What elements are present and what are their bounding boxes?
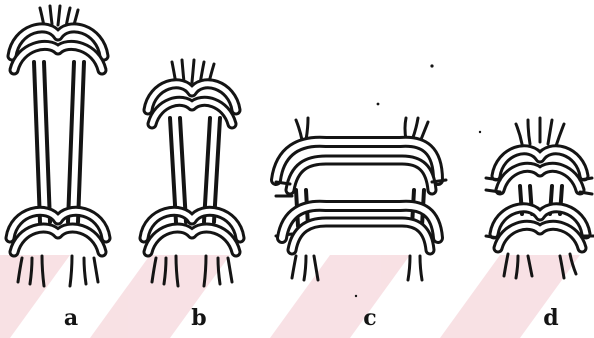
panel-label-a: a — [56, 305, 86, 331]
loop-diagram-a — [10, 6, 106, 286]
panel-label-b: b — [184, 305, 214, 331]
loop-diagram-b — [144, 60, 240, 286]
panel-label-d: d — [536, 305, 566, 331]
panel-label-c: c — [355, 305, 385, 331]
loop-diagram-d — [486, 118, 594, 278]
watermark-stripes — [0, 255, 580, 338]
